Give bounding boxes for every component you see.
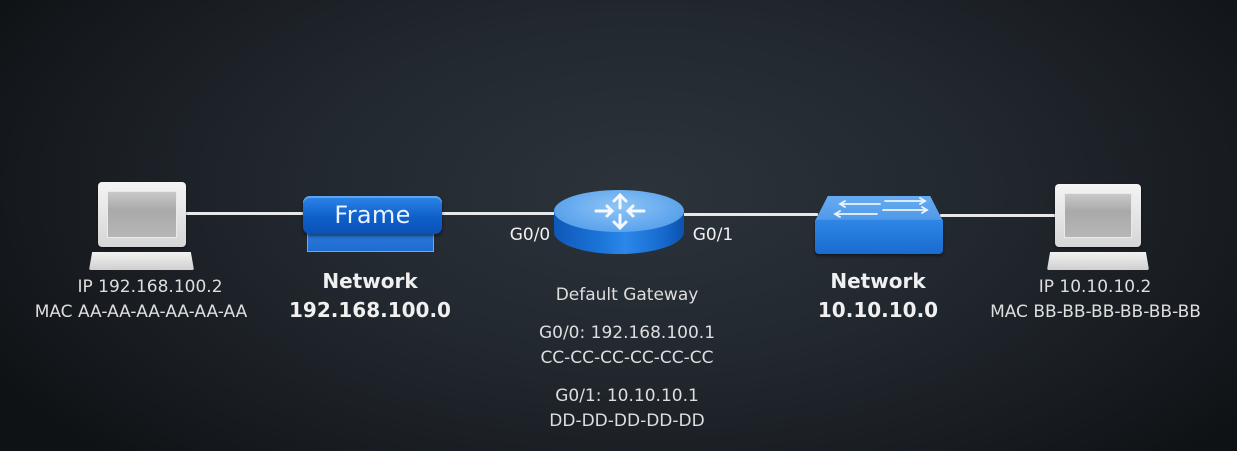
host-a-ip: IP 192.168.100.2 [77,277,223,297]
default-gateway-title: Default Gateway [555,285,699,305]
network-a-address: 192.168.100.0 [289,298,451,322]
frame-icon: Frame [303,196,442,234]
host-a-mac: MAC AA-AA-AA-AA-AA-AA [34,302,248,322]
link-switch-to-host-b [940,214,1058,217]
network-b-title: Network [830,269,926,293]
switch-icon-front [815,220,943,254]
host-b-mac: MAC BB-BB-BB-BB-BB-BB [990,302,1201,322]
router-if0-ip: G0/0: 192.168.100.1 [538,323,716,343]
laptop-keyboard-base [1047,252,1149,270]
router-if1-mac: DD-DD-DD-DD-DD [549,411,705,431]
network-a-title: Network [322,269,418,293]
router-if1-ip: G0/1: 10.10.10.1 [555,386,699,406]
laptop-keyboard-base [89,252,194,270]
network-b-address: 10.10.10.0 [817,298,939,322]
switch-icon [815,196,943,221]
laptop-icon [98,182,186,247]
router-if0-mac: CC-CC-CC-CC-CC-CC [540,348,714,368]
laptop-icon [1055,184,1141,247]
router-port-g0-0: G0/0 [509,225,551,245]
router-port-g0-1: G0/1 [692,225,734,245]
host-b-ip: IP 10.10.10.2 [1038,277,1152,297]
link-router-to-switch [682,213,818,216]
link-frame-to-router [440,212,558,215]
link-host-a-to-frame [185,212,305,215]
router-icon [554,190,684,232]
